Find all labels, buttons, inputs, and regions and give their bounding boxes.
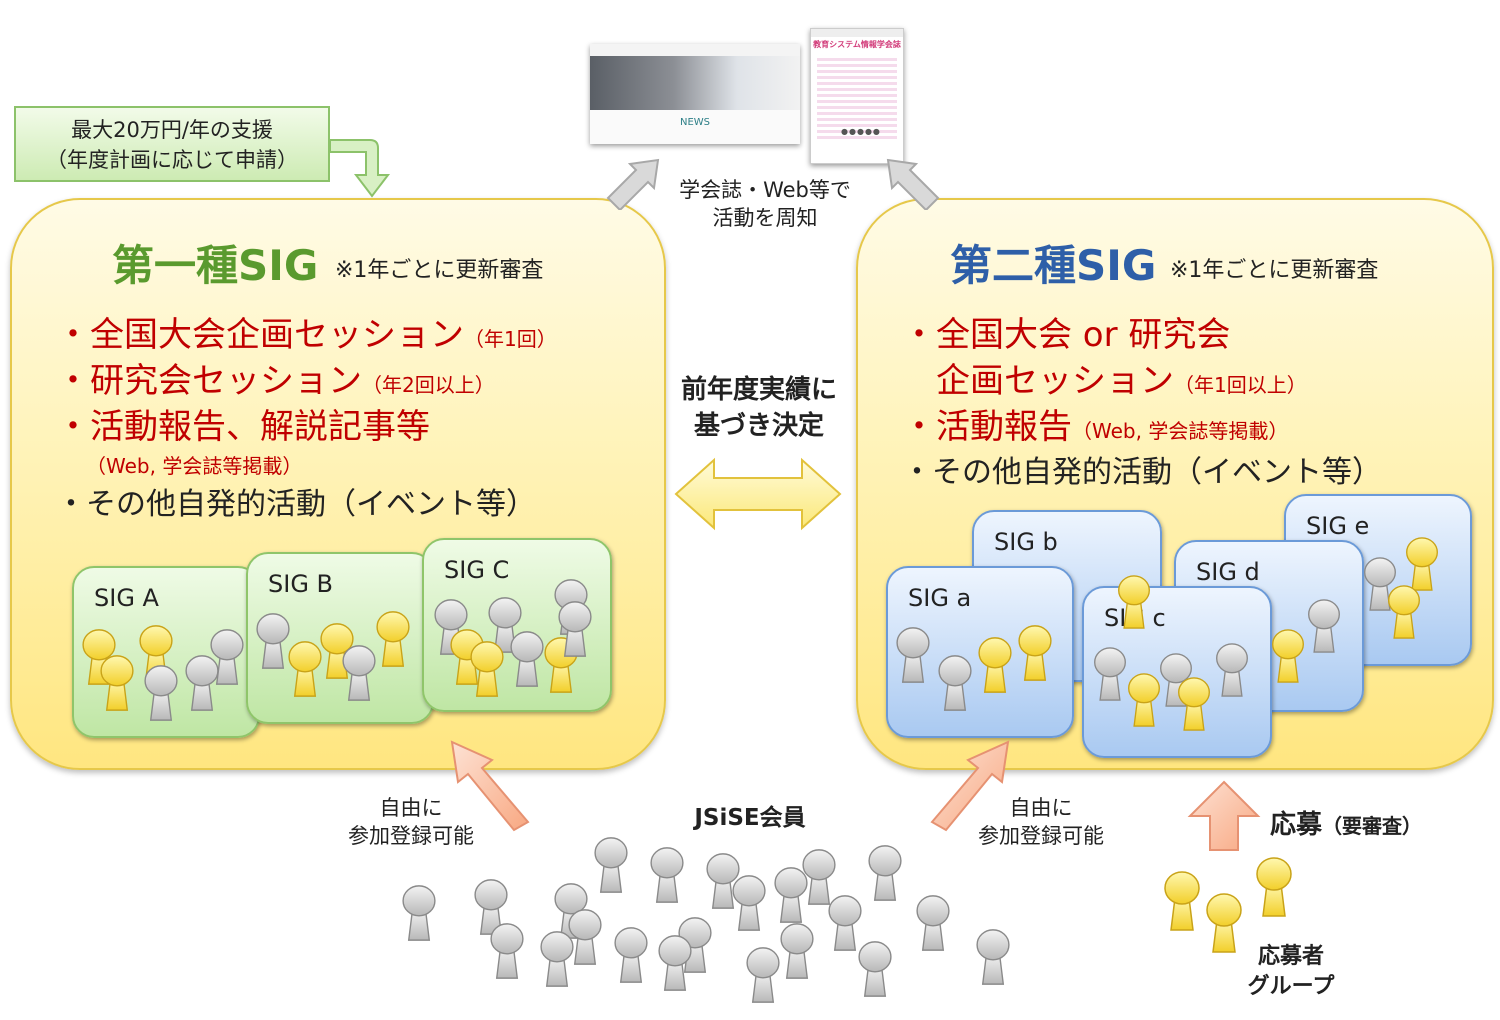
publicity-line-1: 学会誌・Web等で	[679, 178, 851, 202]
person-icon	[650, 847, 684, 903]
person-icon	[540, 931, 574, 987]
decision-line-2: 基づき決定	[693, 411, 824, 441]
free-join-left-line-2: 参加登録可能	[348, 824, 474, 848]
journal-thumbnail: 教育システム情報学会誌 ●●●●●	[810, 28, 904, 164]
type1-bullet-other: ・その他自発的活動（イベント等）	[56, 487, 536, 522]
applicants-line-2: グループ	[1247, 974, 1335, 999]
free-join-text-right: 自由に 参加登録可能	[956, 794, 1126, 850]
type1-bullet-3-sub: （Web, 学会誌等掲載）	[86, 454, 303, 478]
sig-card-c-lower: SIG c	[1082, 586, 1272, 758]
sig-card-label: SIG C	[444, 556, 510, 584]
person-icon	[490, 923, 524, 979]
applicants-line-1: 応募者	[1257, 944, 1324, 969]
person-icon	[732, 875, 766, 931]
sig-card-label: SIG B	[268, 570, 334, 598]
free-join-right-line-1: 自由に	[1009, 796, 1073, 820]
sig-card-a-lower: SIG a	[886, 566, 1074, 738]
decision-line-1: 前年度実績に	[680, 375, 837, 405]
join-arrow-left-icon	[450, 740, 530, 832]
publicity-arrow-right-icon	[886, 158, 940, 210]
person-icon	[474, 879, 508, 935]
person-icon	[780, 923, 814, 979]
person-icon	[976, 929, 1010, 985]
type1-title: 第一種SIG	[112, 241, 319, 290]
person-icon	[706, 853, 740, 909]
type2-note: ※1年ごとに更新審査	[1170, 258, 1379, 283]
type2-bullet-other: ・その他自発的活動（イベント等）	[902, 455, 1382, 490]
sig-card-label: SIG e	[1306, 512, 1370, 540]
person-icon	[858, 941, 892, 997]
person-icon	[402, 885, 436, 941]
person-icon	[774, 867, 808, 923]
person-icon	[614, 927, 648, 983]
type1-note: ※1年ごとに更新審査	[335, 258, 544, 283]
double-arrow-icon	[674, 457, 842, 531]
person-icon	[916, 895, 950, 951]
website-thumbnail: NEWS	[590, 44, 800, 144]
person-icon	[568, 909, 602, 965]
type1-bullet-1: ・全国大会企画セッション（年1回）	[56, 315, 557, 355]
person-icon	[658, 935, 692, 991]
sig-card-b: SIG B	[246, 552, 434, 724]
apply-label: 応募（要審査）	[1270, 804, 1422, 841]
support-line-1: 最大20万円/年の支援	[71, 118, 273, 142]
journal-dots-icon: ●●●●●	[841, 127, 881, 136]
person-icon	[868, 845, 902, 901]
type1-bullet-2: ・研究会セッション（年2回以上）	[56, 361, 495, 401]
support-box: 最大20万円/年の支援 （年度計画に応じて申請）	[14, 106, 330, 182]
members-label: JSiSE会員	[694, 805, 806, 831]
website-news-label: NEWS	[590, 110, 800, 144]
journal-title: 教育システム情報学会誌	[813, 40, 901, 49]
type1-bullets: ・全国大会企画セッション（年1回） ・研究会セッション（年2回以上） ・活動報告…	[56, 312, 557, 528]
person-icon	[746, 947, 780, 1003]
person-icon	[1256, 857, 1292, 917]
sig-card-c: SIG C	[422, 538, 612, 712]
person-icon	[802, 849, 836, 905]
sig-card-label: SIG a	[908, 584, 972, 612]
publicity-text: 学会誌・Web等で 活動を周知	[660, 176, 870, 232]
decision-text: 前年度実績に 基づき決定	[664, 372, 854, 444]
join-arrow-right-icon	[930, 740, 1010, 832]
type2-bullet-1: ・全国大会 or 研究会	[902, 315, 1231, 355]
type2-bullets: ・全国大会 or 研究会 企画セッション（年1回以上） ・活動報告（Web, 学…	[902, 312, 1382, 496]
free-join-text-left: 自由に 参加登録可能	[326, 794, 496, 850]
apply-label-main: 応募	[1270, 810, 1323, 840]
type2-bullet-1b: 企画セッション（年1回以上）	[902, 361, 1307, 401]
apply-arrow-icon	[1187, 780, 1261, 851]
person-icon	[554, 883, 588, 939]
person-icon	[678, 917, 712, 973]
type1-bullet-3: ・活動報告、解説記事等	[56, 407, 430, 447]
person-icon	[828, 895, 862, 951]
publicity-arrow-left-icon	[606, 158, 660, 210]
person-icon	[594, 837, 628, 893]
support-line-2: （年度計画に応じて申請）	[46, 148, 298, 172]
sig-card-label: SIG b	[994, 528, 1058, 556]
person-icon	[1164, 871, 1200, 931]
apply-label-paren: （要審査）	[1322, 814, 1423, 838]
sig-card-label: SIG A	[94, 584, 159, 612]
type2-bullet-2: ・活動報告（Web, 学会誌等掲載）	[902, 407, 1289, 447]
type2-title: 第二種SIG	[950, 241, 1157, 290]
free-join-right-line-2: 参加登録可能	[978, 824, 1104, 848]
sig-card-a: SIG A	[72, 566, 260, 738]
support-arrow-icon	[329, 139, 391, 198]
publicity-line-2: 活動を周知	[712, 206, 818, 230]
sig-card-label: SIG d	[1196, 558, 1260, 586]
free-join-left-line-1: 自由に	[379, 796, 443, 820]
applicants-label: 応募者 グループ	[1226, 942, 1356, 1002]
sig-card-label: SIG c	[1104, 604, 1166, 632]
